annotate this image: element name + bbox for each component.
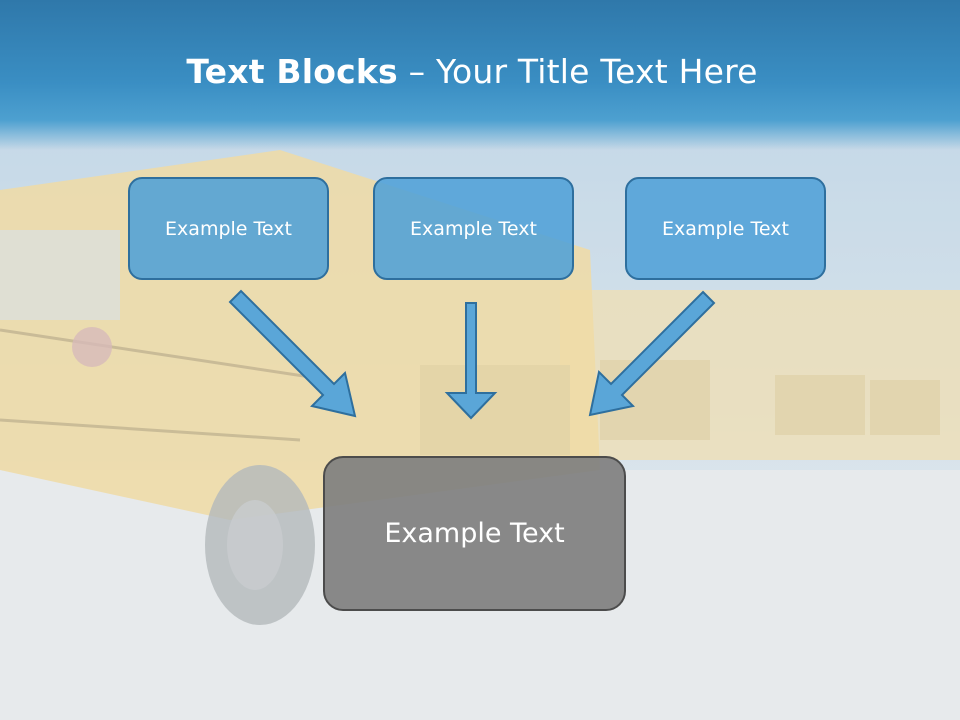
target-text-block-label: Example Text [384, 518, 565, 549]
text-block-1[interactable]: Example Text [128, 177, 329, 280]
text-block-3[interactable]: Example Text [625, 177, 826, 280]
slide-title: Text Blocks – Your Title Text Here [0, 52, 944, 91]
arrow-center-down [444, 302, 498, 420]
title-separator: – [408, 52, 426, 91]
text-block-2[interactable]: Example Text [373, 177, 574, 280]
text-block-1-label: Example Text [165, 217, 292, 240]
title-rest-text: Your Title Text Here [436, 52, 758, 91]
arrow-left-diagonal [228, 289, 357, 418]
title-bold-text: Text Blocks [186, 52, 398, 91]
text-block-2-label: Example Text [410, 217, 537, 240]
title-band [0, 0, 960, 150]
text-block-3-label: Example Text [662, 217, 789, 240]
target-text-block[interactable]: Example Text [323, 456, 626, 611]
arrow-right-diagonal [588, 290, 716, 417]
